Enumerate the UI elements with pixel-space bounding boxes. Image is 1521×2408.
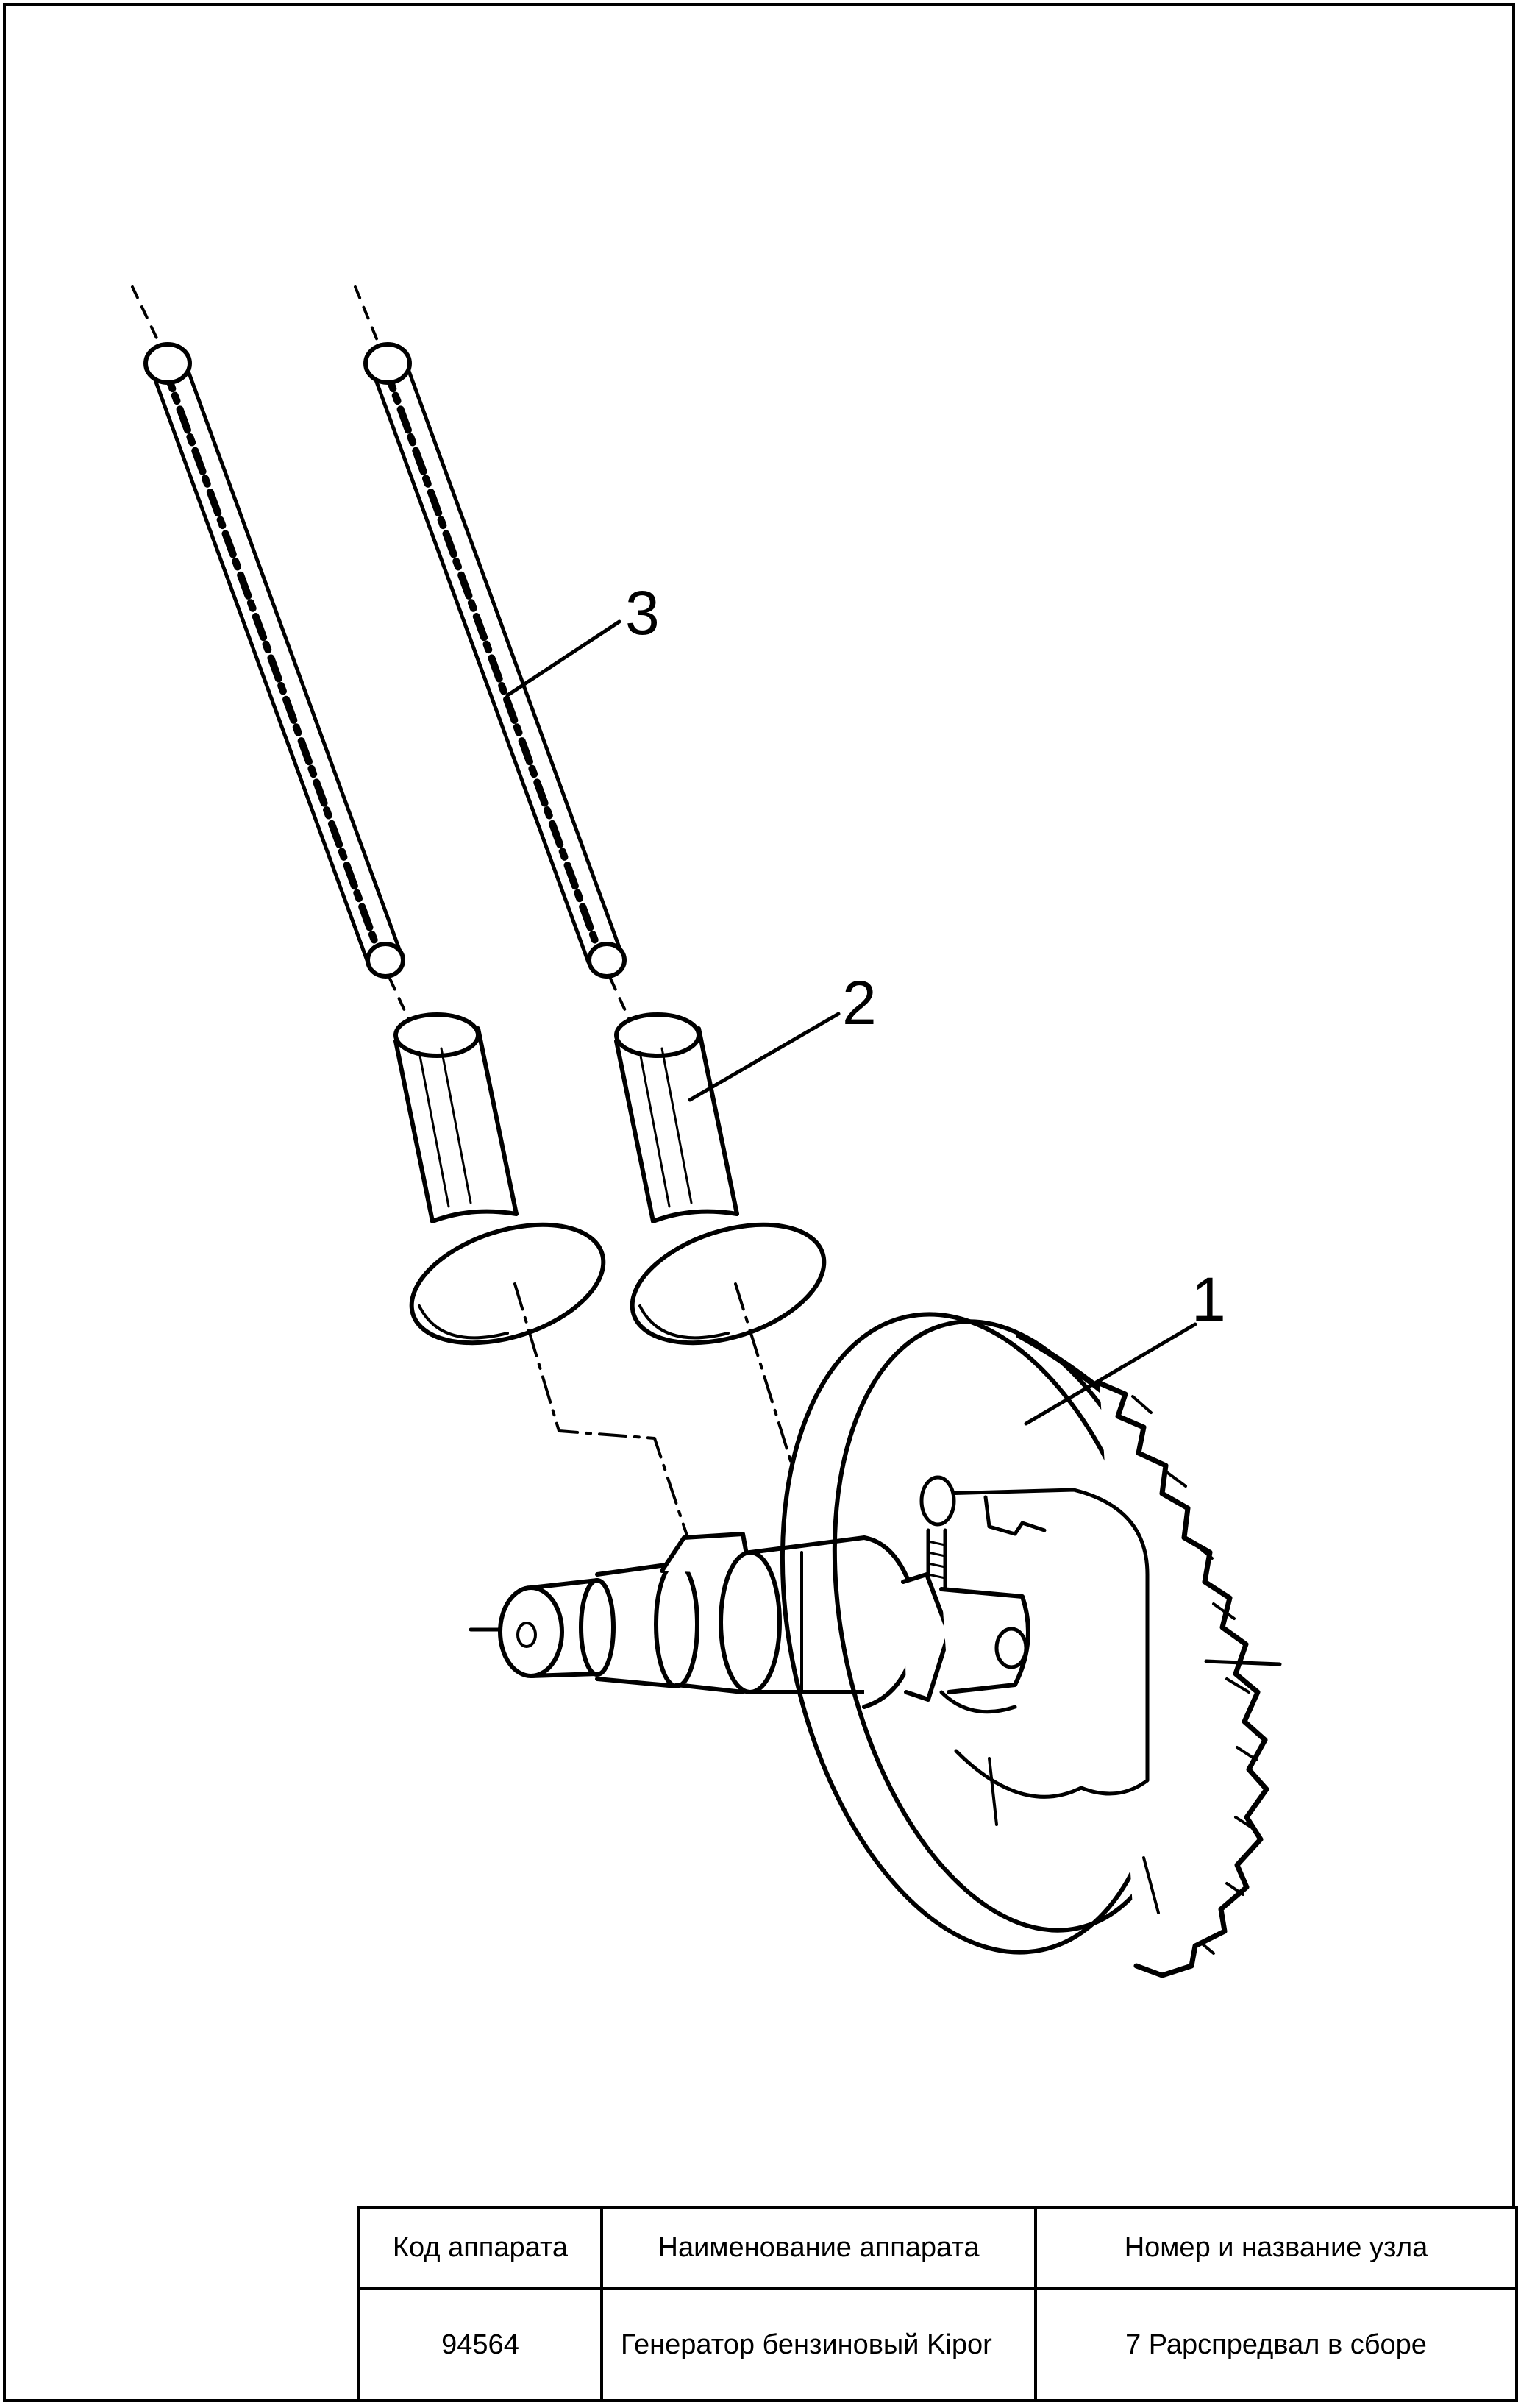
leader-line-1 xyxy=(1024,1322,1197,1426)
device-name-cell: Генератор бензиновый Kipor xyxy=(600,2287,1037,2402)
leader-line-2 xyxy=(688,1012,841,1102)
header-device-code: Код аппарата xyxy=(357,2206,603,2290)
push-rod-right xyxy=(354,285,627,979)
callout-3: 3 xyxy=(625,578,660,647)
tappet-right xyxy=(614,1012,827,1346)
callout-1: 1 xyxy=(1191,1265,1226,1334)
title-block-header-row: Код аппарата Наименование аппарата Номер… xyxy=(357,2206,1518,2290)
tappet-left xyxy=(393,1012,606,1346)
title-block-data-row: 94564 Генератор бензиновый Kipor 7 Рарсп… xyxy=(357,2287,1518,2402)
header-device-name: Наименование аппарата xyxy=(600,2206,1037,2290)
camshaft xyxy=(469,1532,1030,1714)
title-block-table: Код аппарата Наименование аппарата Номер… xyxy=(357,2206,1518,2402)
shaft-axis-bottom xyxy=(1142,1856,1160,1914)
push-rod-left xyxy=(131,285,405,979)
unit-name-cell: 7 Рарспредвал в сборе xyxy=(1034,2287,1518,2402)
centerline-left xyxy=(513,1282,689,1539)
shaft-axis-right xyxy=(1204,1659,1282,1666)
header-unit-name: Номер и название узла xyxy=(1034,2206,1518,2290)
callout-2: 2 xyxy=(842,968,877,1037)
device-code-cell: 94564 xyxy=(357,2287,603,2402)
leader-line-3 xyxy=(505,619,621,697)
